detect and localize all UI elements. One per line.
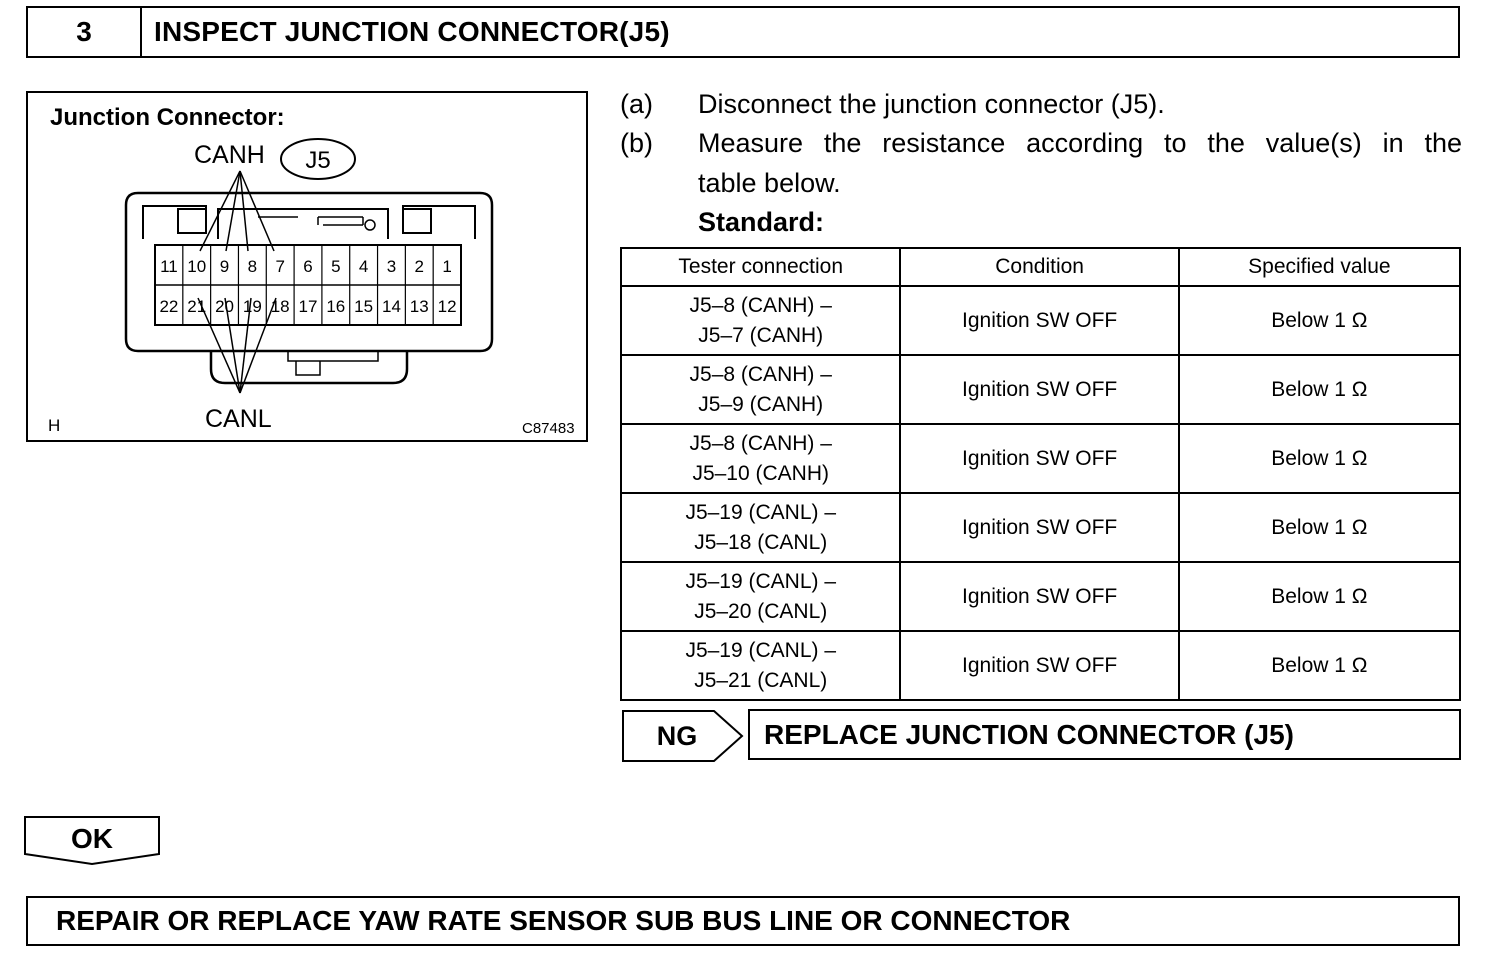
ng-label: NG [656, 720, 698, 751]
canl-leaders [197, 297, 277, 394]
condition-cell: Ignition SW OFF [899, 423, 1180, 494]
pin-number-bottom: 14 [382, 297, 401, 316]
ok-arrow-box [24, 816, 160, 866]
ok-action-box: REPAIR OR REPLACE YAW RATE SENSOR SUB BU… [26, 896, 1460, 946]
tester-connection-cell: J5–19 (CANL) –J5–20 (CANL) [619, 561, 902, 632]
instruction-a-letter: (a) [620, 89, 653, 119]
header-tester-connection: Tester connection [619, 247, 902, 287]
specified-value-cell: Below 1 Ω [1177, 354, 1462, 425]
specified-value-cell: Below 1 Ω [1177, 423, 1462, 494]
table-header-row: Tester connection Condition Specified va… [619, 247, 1462, 287]
pin-number-bottom: 16 [326, 297, 345, 316]
condition-cell: Ignition SW OFF [899, 561, 1180, 632]
pin-number-top: 5 [331, 257, 340, 276]
step-header: 3 INSPECT JUNCTION CONNECTOR(J5) [26, 6, 1460, 58]
step-title: INSPECT JUNCTION CONNECTOR(J5) [154, 16, 670, 47]
table-row: J5–19 (CANL) –J5–21 (CANL) Ignition SW O… [619, 630, 1462, 701]
header-specified-value: Specified value [1177, 247, 1462, 287]
key-hole [364, 219, 376, 231]
latch-left [177, 208, 207, 234]
tester-connection-cell: J5–19 (CANL) –J5–18 (CANL) [619, 492, 902, 563]
pin-number-top: 8 [248, 257, 257, 276]
header-condition: Condition [899, 247, 1180, 287]
canl-label: CANL [205, 405, 272, 433]
spec-table: Tester connection Condition Specified va… [619, 247, 1462, 701]
specified-value-cell: Below 1 Ω [1177, 630, 1462, 701]
connector-id-oval [280, 138, 356, 180]
condition-cell: Ignition SW OFF [899, 630, 1180, 701]
table-row: J5–19 (CANL) –J5–20 (CANL) Ignition SW O… [619, 561, 1462, 632]
latch-right [402, 208, 432, 234]
pin-number-bottom: 17 [299, 297, 318, 316]
specified-value-cell: Below 1 Ω [1177, 492, 1462, 563]
pin-number-bottom: 12 [438, 297, 457, 316]
pin-number-bottom: 15 [354, 297, 373, 316]
instruction-b-letter: (b) [620, 128, 653, 158]
step-number: 3 [28, 8, 142, 56]
pin-number-top: 11 [160, 257, 178, 276]
pin-number-bottom: 20 [215, 297, 234, 316]
instruction-b-line1: Measure the resistance according to the … [698, 128, 1462, 158]
corner-mark: H [48, 416, 60, 435]
instruction-b-line2: table below. [698, 168, 841, 198]
specified-value-cell: Below 1 Ω [1177, 561, 1462, 632]
tester-connection-cell: J5–8 (CANH) –J5–7 (CANH) [619, 285, 902, 356]
pin-number-bottom: 18 [271, 297, 290, 316]
canh-leaders [199, 170, 275, 252]
pin-number-top: 7 [275, 257, 284, 276]
pin-number-top: 9 [220, 257, 229, 276]
tester-connection-cell: J5–8 (CANH) –J5–9 (CANH) [619, 354, 902, 425]
pin-number-bottom: 19 [243, 297, 262, 316]
tester-connection-cell: J5–8 (CANH) –J5–10 (CANH) [619, 423, 902, 494]
figure-code: C87483 [522, 420, 575, 437]
pin-number-top: 4 [359, 257, 368, 276]
pin-number-bottom: 22 [159, 297, 178, 316]
pin-number-top: 3 [387, 257, 396, 276]
pins-bottom-row: 22 21 20 19 18 17 16 15 14 13 12 [159, 297, 456, 316]
ng-action-box: REPLACE JUNCTION CONNECTOR (J5) [748, 709, 1461, 760]
pin-number-bottom: 13 [410, 297, 429, 316]
canh-label: CANH [194, 141, 265, 169]
pin-number-bottom: 21 [187, 297, 206, 316]
table-row: J5–19 (CANL) –J5–18 (CANL) Ignition SW O… [619, 492, 1462, 563]
instruction-a-text: Disconnect the junction connector (J5). [698, 89, 1165, 119]
condition-cell: Ignition SW OFF [899, 354, 1180, 425]
ng-arrow-box [622, 710, 744, 762]
standard-label: Standard: [698, 207, 825, 237]
connector-id: J5 [305, 147, 330, 174]
connector-bottom-lock [209, 351, 409, 385]
pin-number-top: 10 [187, 257, 206, 276]
specified-value-cell: Below 1 Ω [1177, 285, 1462, 356]
table-row: J5–8 (CANH) –J5–7 (CANH) Ignition SW OFF… [619, 285, 1462, 356]
condition-cell: Ignition SW OFF [899, 492, 1180, 563]
pin-dividers [182, 245, 434, 325]
figure-title: Junction Connector: [50, 104, 285, 131]
pin-number-top: 1 [442, 257, 451, 276]
condition-cell: Ignition SW OFF [899, 285, 1180, 356]
connector-body [124, 191, 494, 353]
tester-connection-cell: J5–19 (CANL) –J5–21 (CANL) [619, 630, 902, 701]
table-row: J5–8 (CANH) –J5–9 (CANH) Ignition SW OFF… [619, 354, 1462, 425]
pin-number-top: 6 [303, 257, 312, 276]
table-row: J5–8 (CANH) –J5–10 (CANH) Ignition SW OF… [619, 423, 1462, 494]
ok-label: OK [71, 823, 113, 854]
pin-number-top: 2 [415, 257, 424, 276]
